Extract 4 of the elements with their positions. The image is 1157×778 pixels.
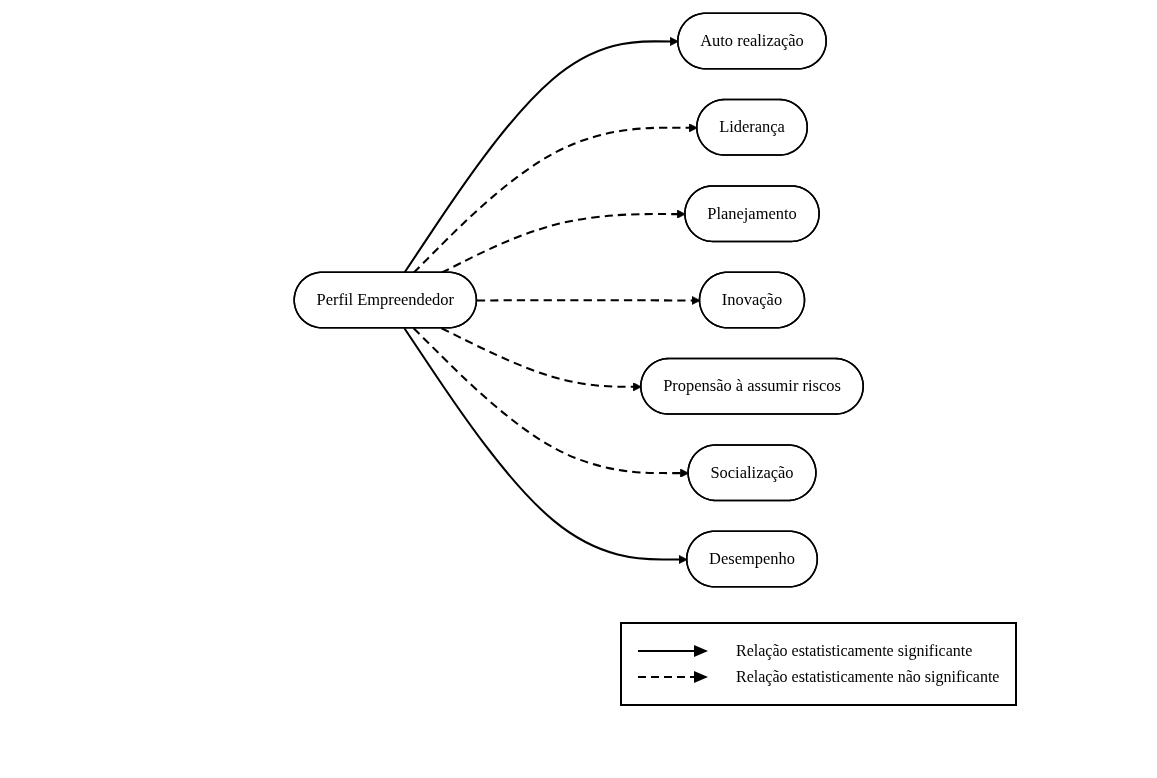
arrow: [403, 327, 688, 564]
arrow: [412, 327, 689, 478]
legend-text: Relação estatisticamente significante: [736, 642, 973, 660]
legend-text: Relação estatisticamente não significante: [736, 668, 1000, 686]
